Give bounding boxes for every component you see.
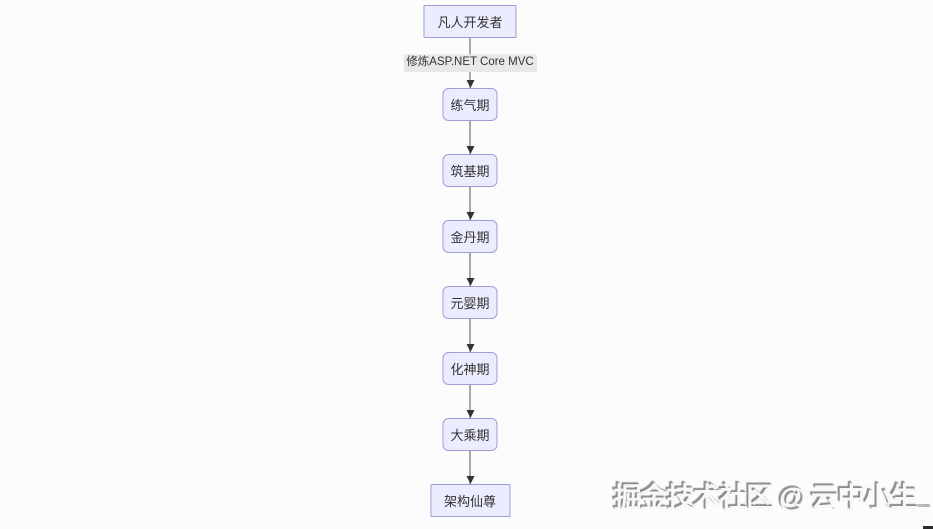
edge-line bbox=[469, 319, 471, 352]
arrowhead-icon bbox=[465, 80, 474, 88]
edge-spirit-transform--mahayana bbox=[464, 385, 476, 418]
edge-qi-refining--foundation bbox=[464, 121, 476, 154]
edge-mortal-developer--qi-refining: 修炼ASP.NET Core MVC bbox=[403, 38, 537, 88]
edge-label: 修炼ASP.NET Core MVC bbox=[403, 54, 537, 72]
edge-line bbox=[469, 385, 471, 418]
edge-nascent-soul--spirit-transform bbox=[464, 319, 476, 352]
arrowhead-icon bbox=[465, 344, 474, 352]
arrowhead-icon bbox=[465, 410, 474, 418]
arrowhead-icon bbox=[465, 212, 474, 220]
edge-line bbox=[469, 187, 471, 220]
arrowhead-icon bbox=[465, 146, 474, 154]
node-qi-refining: 练气期 bbox=[442, 88, 498, 121]
node-spirit-transform: 化神期 bbox=[442, 352, 498, 385]
node-nascent-soul: 元婴期 bbox=[442, 286, 498, 319]
node-mortal-developer: 凡人开发者 bbox=[423, 5, 517, 38]
arrowhead-icon bbox=[465, 476, 474, 484]
node-architect-immortal: 架构仙尊 bbox=[429, 484, 511, 517]
edge-line bbox=[469, 451, 471, 484]
edge-line bbox=[469, 253, 471, 286]
edge-foundation--golden-core bbox=[464, 187, 476, 220]
artifact-streak bbox=[885, 504, 930, 507]
edge-mahayana--architect-immortal bbox=[464, 451, 476, 484]
edge-line bbox=[469, 121, 471, 154]
cropped-corner-mark bbox=[923, 526, 933, 529]
node-golden-core: 金丹期 bbox=[442, 220, 498, 253]
node-foundation: 筑基期 bbox=[442, 154, 498, 187]
arrowhead-icon bbox=[465, 278, 474, 286]
watermark-text: 掘金技术社区 @ 云中小生 bbox=[613, 482, 919, 513]
node-mahayana: 大乘期 bbox=[442, 418, 498, 451]
edge-golden-core--nascent-soul bbox=[464, 253, 476, 286]
flowchart: 凡人开发者修炼ASP.NET Core MVC 练气期筑基期金丹期元婴期化神期大乘… bbox=[403, 5, 537, 517]
